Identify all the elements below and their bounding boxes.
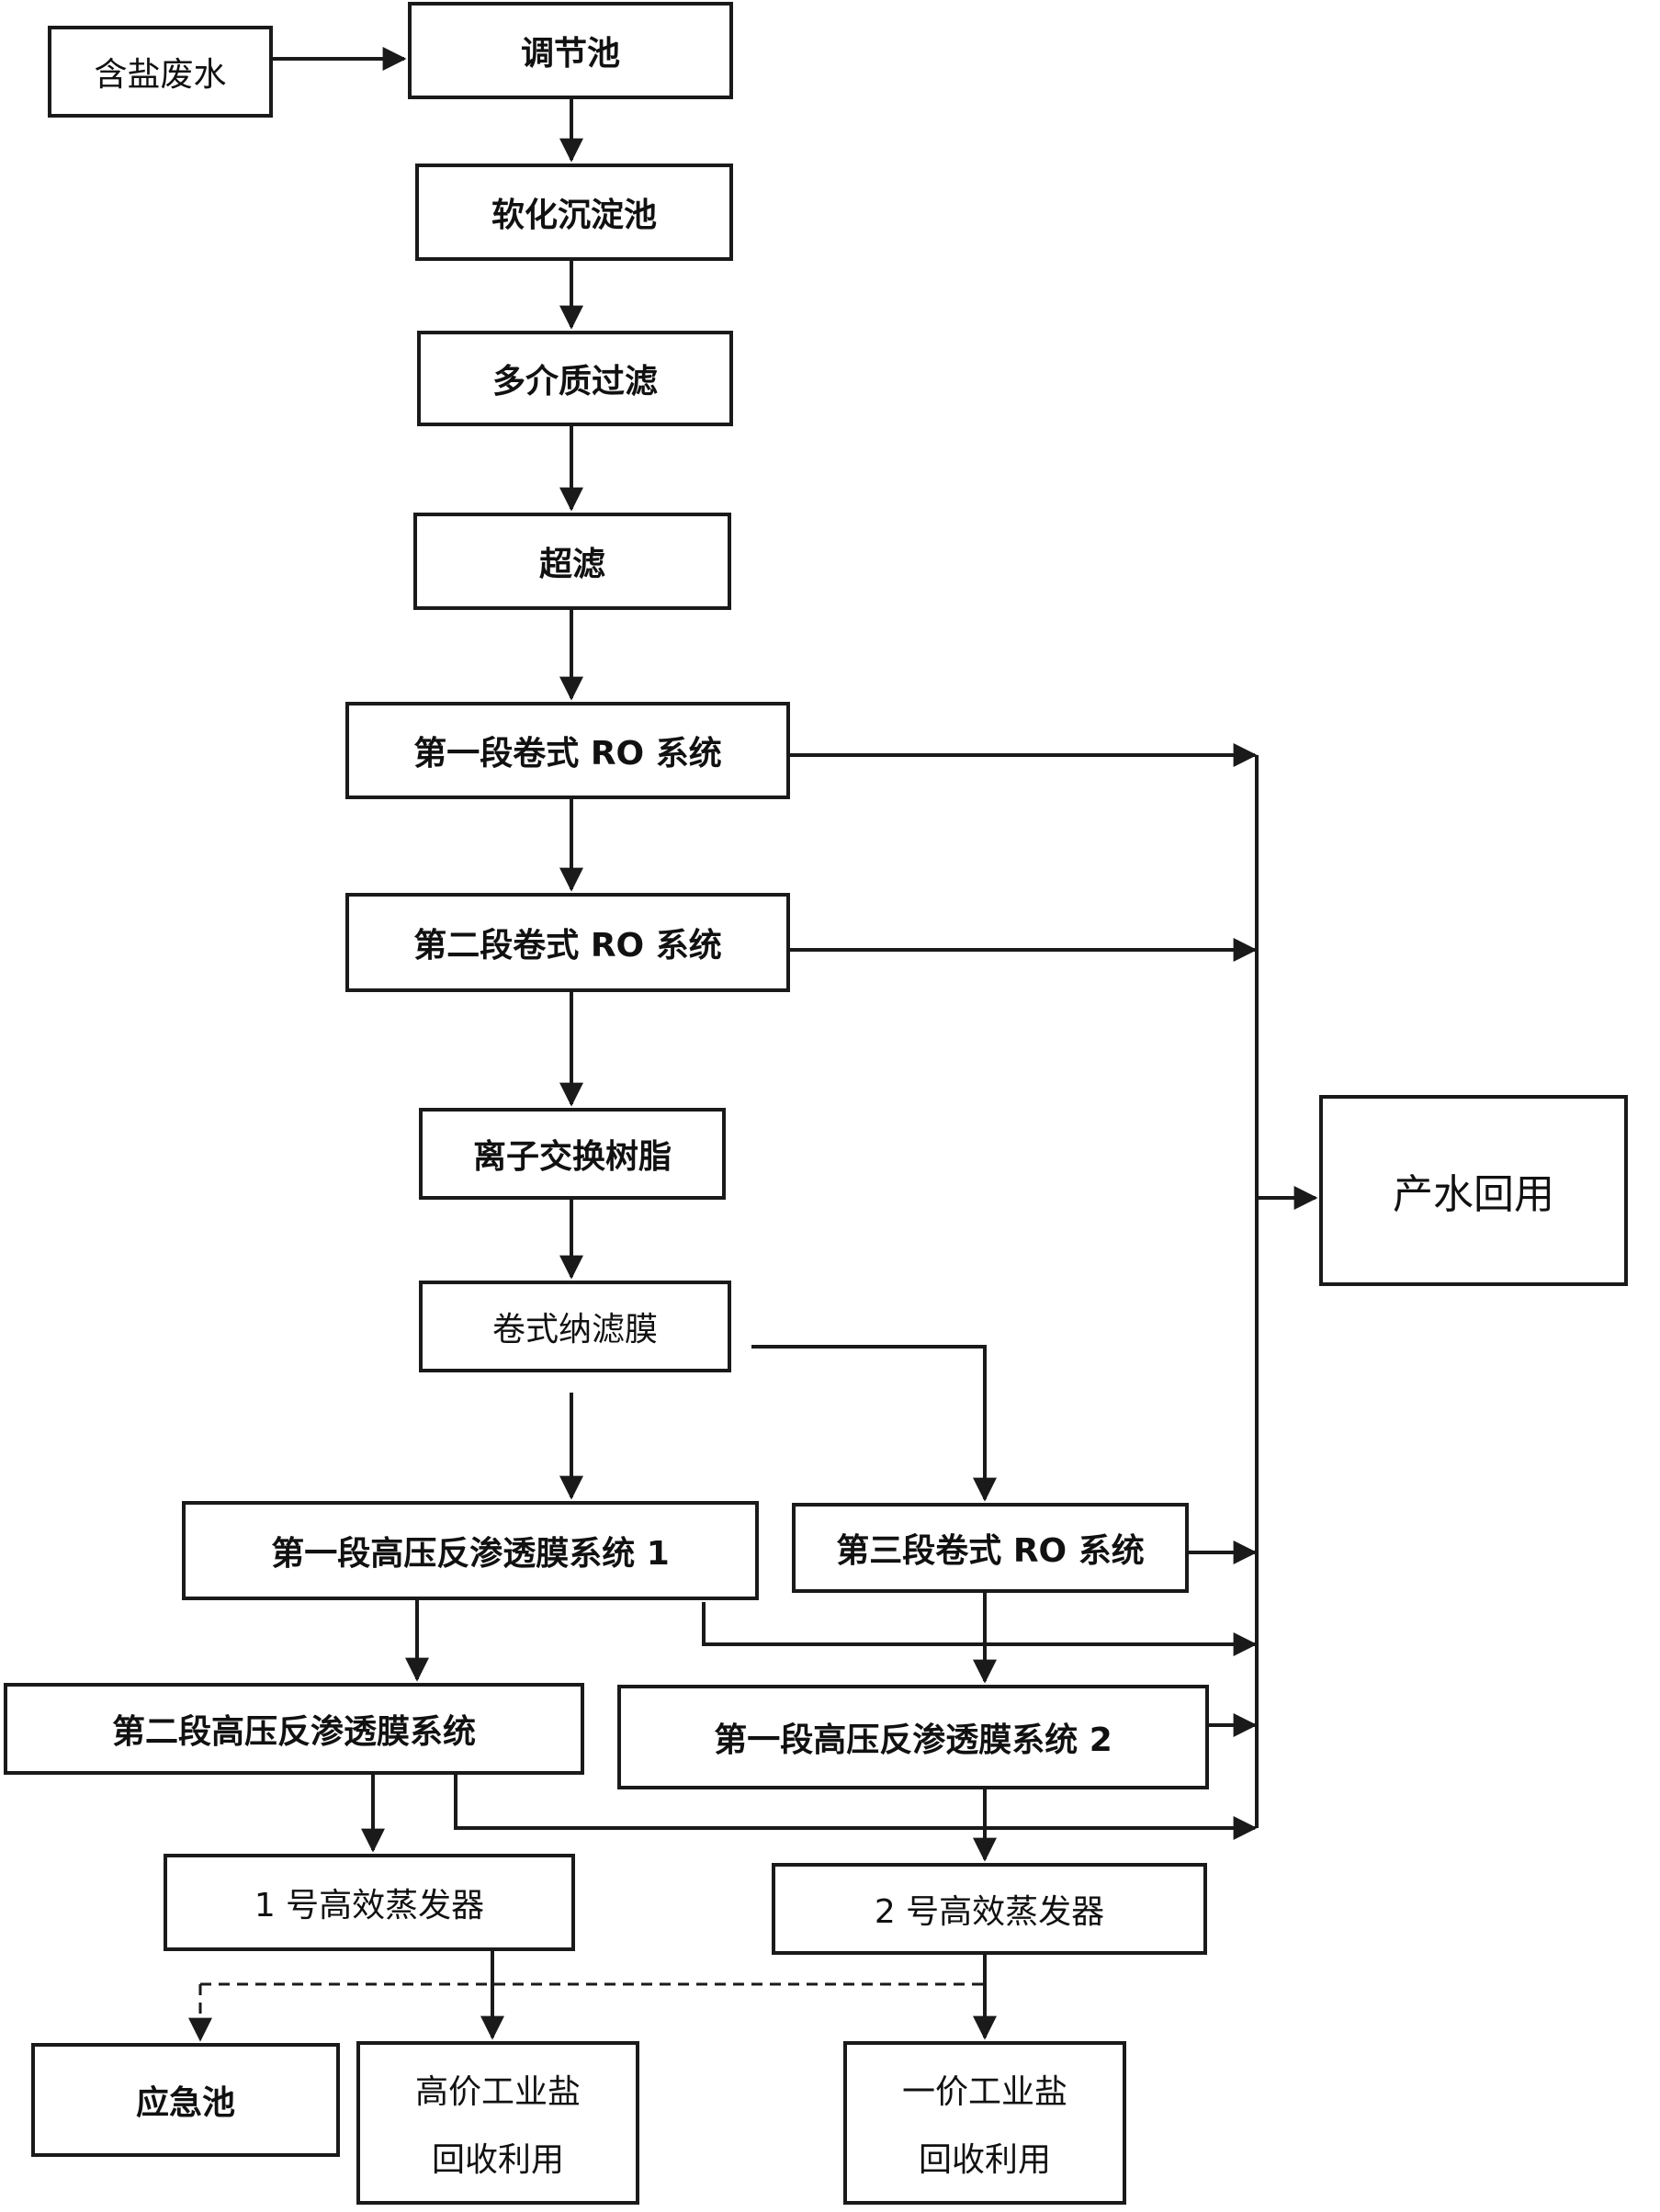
node-ro3: 第三段卷式 RO 系统: [792, 1503, 1189, 1593]
node-hpro1-2: 第一段高压反渗透膜系统 2: [617, 1685, 1209, 1789]
node-ro2: 第二段卷式 RO 系统: [345, 893, 790, 992]
node-regulating-tank: 调节池: [408, 2, 733, 99]
mono-salt-label-line1: 一价工业盐: [901, 2073, 1067, 2111]
arrow-hpro1-1-to-bus: [702, 1602, 1258, 1656]
node-evap2: 2 号高效蒸发器: [772, 1863, 1207, 1955]
arrow-hpro2-to-bus: [454, 1775, 1258, 1840]
node-ro1: 第一段卷式 RO 系统: [345, 702, 790, 799]
mono-salt-label-line2: 回收利用: [918, 2141, 1051, 2179]
arrow-nf-to-ro3: [751, 1345, 997, 1502]
node-hpro2: 第二段高压反渗透膜系统: [4, 1683, 584, 1775]
node-multimedia-filter: 多介质过滤: [417, 331, 733, 426]
node-emergency-tank: 应急池: [31, 2043, 340, 2157]
high-salt-label-line1: 高价工业盐: [414, 2073, 581, 2111]
node-mono-salt-recovery: 一价工业盐 回收利用: [843, 2041, 1126, 2205]
node-evap1: 1 号高效蒸发器: [164, 1854, 575, 1951]
node-high-salt-recovery: 高价工业盐 回收利用: [356, 2041, 639, 2205]
node-ion-exchange: 离子交换树脂: [419, 1108, 726, 1200]
high-salt-label-line2: 回收利用: [431, 2141, 564, 2179]
node-nanofiltration: 卷式纳滤膜: [419, 1281, 731, 1372]
node-hpro1-1: 第一段高压反渗透膜系统 1: [182, 1501, 759, 1600]
node-ultrafiltration: 超滤: [413, 513, 731, 610]
node-softening-tank: 软化沉淀池: [415, 164, 733, 261]
node-water-reuse: 产水回用: [1319, 1095, 1628, 1286]
node-wastewater: 含盐废水: [48, 26, 273, 118]
